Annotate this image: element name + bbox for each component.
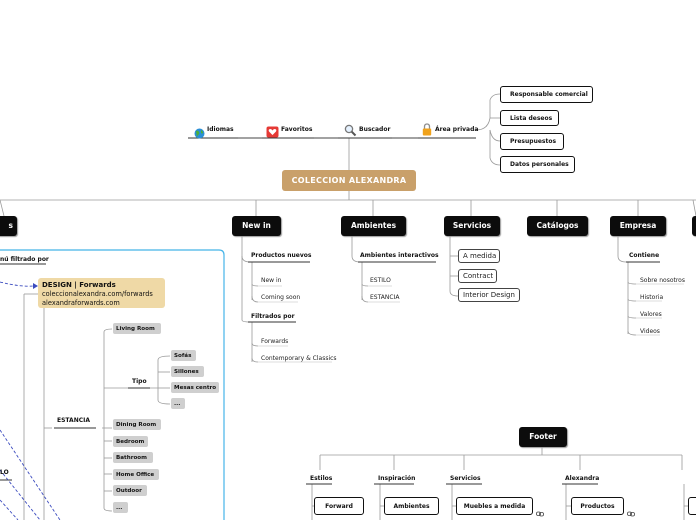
new-in-productos-nuevos: Productos nuevos	[251, 252, 312, 259]
footer-col-inspiracion: Inspiración	[378, 475, 416, 482]
top-link-area-privada[interactable]: Área privada	[435, 126, 479, 133]
empresa-item-historia[interactable]: Historia	[640, 294, 664, 301]
private-responsable-comercial[interactable]: Responsable comercial	[500, 86, 593, 103]
nav-servicios[interactable]: Servicios	[444, 216, 500, 236]
ambientes-item-estilo[interactable]: ESTILO	[370, 277, 391, 284]
top-link-buscador[interactable]: Buscador	[359, 126, 391, 133]
ambientes-item-estancia[interactable]: ESTANCIA	[370, 294, 400, 301]
root-node[interactable]: COLECCION ALEXANDRA	[282, 170, 416, 191]
private-lista-deseos[interactable]: Lista deseos	[500, 110, 559, 126]
nav-partial-right[interactable]	[692, 216, 696, 236]
room-living-room[interactable]: Living Room	[113, 323, 161, 334]
top-link-idiomas[interactable]: Idiomas	[207, 126, 234, 133]
tipo-sofas[interactable]: Sofás	[171, 350, 196, 361]
room-home-office[interactable]: Home Office	[113, 469, 159, 480]
tipo-label: Tipo	[132, 378, 147, 385]
private-datos-personales[interactable]: Datos personales	[500, 156, 575, 173]
link-chain-icon[interactable]	[536, 502, 544, 520]
nav-partial-left[interactable]: s	[0, 216, 17, 236]
room-bedroom[interactable]: Bedroom	[113, 436, 148, 447]
design-forwards-url-2[interactable]: alexandraforwards.com	[42, 299, 120, 307]
tipo-more[interactable]: ...	[171, 398, 185, 409]
room-outdoor[interactable]: Outdoor	[113, 485, 147, 496]
left-menu-filtrado-label: nú filtrado por	[0, 256, 49, 263]
room-more[interactable]: ...	[113, 502, 128, 513]
nav-new-in[interactable]: New in	[232, 216, 281, 236]
footer-col-alexandra: Alexandra	[565, 475, 600, 482]
design-forwards-node[interactable]: DESIGN | Forwards coleccionalexandra.com…	[38, 278, 165, 308]
footer-col-estilos: Estilos	[310, 475, 333, 482]
footer-box-muebles-a-medida[interactable]: Muebles a medida	[456, 497, 533, 515]
top-link-favoritos[interactable]: Favoritos	[281, 126, 313, 133]
link-chain-icon[interactable]	[627, 502, 635, 520]
heart-icon	[266, 123, 279, 142]
new-in-item-coming-soon[interactable]: Coming soon	[261, 294, 301, 301]
footer-col-servicios: Servicios	[450, 475, 481, 482]
new-in-item-contemporary[interactable]: Contemporary & Classics	[261, 355, 337, 362]
new-in-filtrados-por: Filtrados por	[251, 313, 295, 320]
lock-icon	[422, 121, 432, 140]
room-dining-room[interactable]: Dining Room	[113, 419, 161, 430]
globe-icon	[194, 124, 205, 143]
footer-box-ambientes[interactable]: Ambientes	[384, 497, 439, 515]
empresa-contiene: Contiene	[629, 252, 660, 259]
private-presupuestos[interactable]: Presupuestos	[500, 133, 564, 150]
design-forwards-title: DESIGN | Forwards	[42, 281, 116, 289]
design-forwards-url-1[interactable]: coleccionalexandra.com/forwards	[42, 290, 153, 298]
servicios-a-medida[interactable]: A medida	[458, 249, 500, 263]
empresa-item-videos[interactable]: Videos	[640, 328, 660, 335]
tipo-sillones[interactable]: Sillones	[171, 366, 204, 377]
left-estilo-partial: LO	[0, 469, 9, 476]
nav-empresa[interactable]: Empresa	[610, 216, 666, 236]
new-in-item-new-in[interactable]: New in	[261, 277, 282, 284]
tipo-mesas-centro[interactable]: Mesas centro	[171, 382, 219, 393]
nav-ambientes[interactable]: Ambientes	[341, 216, 406, 236]
magnifier-icon	[344, 122, 357, 141]
ambientes-interactivos: Ambientes interactivos	[360, 252, 439, 259]
footer-node[interactable]: Footer	[519, 427, 567, 447]
servicios-interior-design[interactable]: Interior Design	[458, 288, 520, 302]
footer-box-productos[interactable]: Productos	[571, 497, 624, 515]
footer-box-forward[interactable]: Forward	[314, 497, 364, 515]
footer-box-partial-right[interactable]	[688, 497, 696, 515]
new-in-item-forwards[interactable]: Forwards	[261, 338, 289, 345]
servicios-contract[interactable]: Contract	[458, 269, 497, 283]
nav-catalogos[interactable]: Catálogos	[527, 216, 588, 236]
empresa-item-valores[interactable]: Valores	[640, 311, 662, 318]
room-bathroom[interactable]: Bathroom	[113, 452, 153, 463]
left-estancia-label: ESTANCIA	[57, 417, 90, 424]
empresa-item-sobre-nosotros[interactable]: Sobre nosotros	[640, 277, 685, 284]
